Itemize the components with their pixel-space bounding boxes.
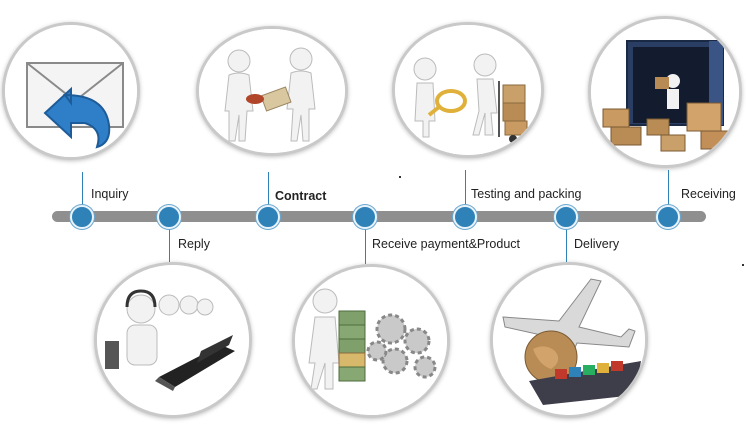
- delivery-label: Delivery: [574, 237, 620, 251]
- payment-illustration: [292, 264, 450, 418]
- inquiry-node: [70, 205, 94, 229]
- payment-stem: [365, 218, 366, 264]
- payment-node: [353, 205, 377, 229]
- testing-node: [453, 205, 477, 229]
- envelope-reply-icon: [5, 25, 137, 157]
- inquiry-illustration: [2, 22, 140, 160]
- contract-stem: [268, 172, 269, 216]
- receiving-illustration: [588, 16, 742, 168]
- contract-label: Contract: [275, 189, 327, 203]
- testing-label: Testing and packing: [471, 187, 582, 201]
- receiving-node: [656, 205, 680, 229]
- figure-unloading-shipping-container: [591, 19, 739, 165]
- delivery-node: [554, 205, 578, 229]
- inquiry-stem: [82, 172, 83, 216]
- inquiry-label: Inquiry: [91, 187, 129, 201]
- receiving-stem: [668, 170, 669, 216]
- testing-stem: [465, 170, 466, 216]
- payment-label: Receive payment&Product: [372, 237, 520, 251]
- receiving-label: Receiving: [681, 187, 736, 201]
- contract-node: [256, 205, 280, 229]
- testing-illustration: [392, 22, 544, 158]
- reply-illustration: [94, 262, 252, 418]
- reply-node: [157, 205, 181, 229]
- speck: [742, 264, 744, 266]
- delivery-stem: [566, 218, 567, 262]
- reply-label: Reply: [178, 237, 210, 251]
- timeline-bar: [52, 211, 706, 222]
- reply-stem: [169, 218, 170, 262]
- plane-globe-cargo-ship: [493, 265, 645, 415]
- speck: [399, 176, 401, 178]
- contract-illustration: [196, 26, 348, 156]
- figures-inspecting-and-carting-boxes: [395, 25, 541, 155]
- figures-signing-contract: [199, 29, 345, 153]
- figure-with-money-and-gears: [295, 267, 447, 415]
- call-center-operators: [97, 265, 249, 415]
- delivery-illustration: [490, 262, 648, 418]
